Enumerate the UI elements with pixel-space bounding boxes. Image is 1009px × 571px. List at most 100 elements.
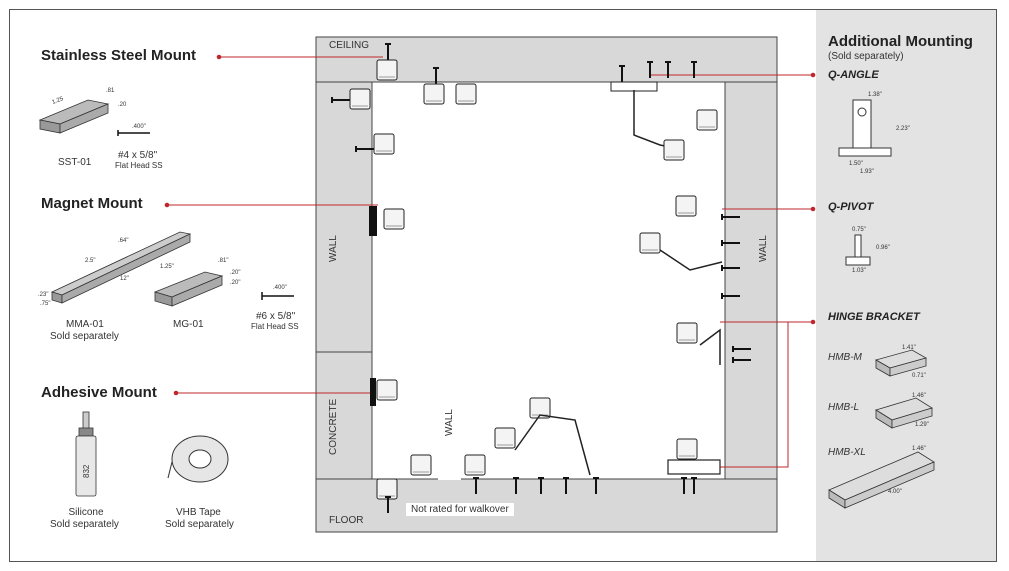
mag-dim-5: .75" xyxy=(40,301,51,307)
mag-dim-3: 12" xyxy=(120,276,129,282)
leader-adhesive-dot xyxy=(173,390,179,396)
fixture-wall-1 xyxy=(349,88,371,110)
q-pivot-dim-3: 1.03" xyxy=(852,268,866,274)
hinge-bracket-wall xyxy=(699,328,721,365)
hmb-l-label: HMB-L xyxy=(828,402,860,413)
q-pivot-dim-1: 0.75" xyxy=(852,227,866,233)
q-angle-dim-3: 1.50" xyxy=(849,161,863,167)
fixture-ceiling-3 xyxy=(455,83,477,105)
vhb-tape-drawing xyxy=(167,435,229,483)
mg-part: MG-01 xyxy=(173,319,204,330)
hmb-xl-drawing xyxy=(828,451,935,509)
hmb-xl-label: HMB-XL xyxy=(828,447,866,458)
mag-dim-4: .23" xyxy=(38,292,49,298)
ceiling-label: CEILING xyxy=(329,40,370,51)
silicone-tube-drawing xyxy=(75,411,97,497)
fixture-adhesive xyxy=(376,379,398,401)
sst-drawing xyxy=(38,99,150,136)
mag-dim-9: .20" xyxy=(230,280,241,286)
fixture-floor-3 xyxy=(464,454,486,476)
fixture-ceiling-angled-1 xyxy=(663,139,685,161)
fixture-ceiling-1 xyxy=(376,59,398,81)
additional-subtitle: (Sold separately) xyxy=(828,51,904,62)
hmb-xl-dim-1: 1.46" xyxy=(912,446,926,452)
q-pivot-dim-2: 0.96" xyxy=(876,245,890,251)
hmb-l-dim-2: 1.29" xyxy=(915,422,929,428)
leader-q-pivot-dot xyxy=(810,206,816,212)
mag-dim-6: 1.25" xyxy=(160,264,174,270)
hmb-m-drawing xyxy=(874,349,928,377)
mg-drawing xyxy=(153,271,294,307)
silicone-sub: Sold separately xyxy=(50,519,119,530)
wall-left-label: WALL xyxy=(328,235,339,262)
leader-stainless-dot xyxy=(216,54,222,60)
right-wall xyxy=(724,81,778,480)
bracket-arm-floor xyxy=(514,414,591,476)
stainless-title: Stainless Steel Mount xyxy=(41,47,197,64)
leader-q-angle-dot xyxy=(810,72,816,78)
mag-dim-2: 2.5" xyxy=(85,258,96,264)
magnet-strip xyxy=(369,206,377,236)
hmb-m-label: HMB-M xyxy=(828,352,862,363)
hmb-l-dim-1: 1.46" xyxy=(912,393,926,399)
mma-sub: Sold separately xyxy=(50,331,119,342)
fixture-hinge-wall xyxy=(676,322,698,344)
mag-dim-10: .400" xyxy=(273,285,287,291)
magnet-title: Magnet Mount xyxy=(41,195,143,212)
mag-dim-7: .81" xyxy=(218,258,229,264)
q-angle-label: Q-ANGLE xyxy=(828,69,879,81)
hmb-l-drawing xyxy=(875,397,933,429)
fixture-ceiling-angled-2 xyxy=(696,109,718,131)
q-angle-drawing xyxy=(838,99,892,157)
wall-right-label: WALL xyxy=(758,235,769,262)
sst-screw: #4 x 5/8" xyxy=(118,150,158,161)
silicone-label: Silicone xyxy=(68,507,104,518)
fixture-angled-1 xyxy=(494,427,516,449)
mg-screw: #6 x 5/8" xyxy=(256,311,296,322)
adhesive-title: Adhesive Mount xyxy=(41,384,157,401)
hinge-bracket-floor xyxy=(667,459,721,475)
fixture-hinge-floor xyxy=(676,438,698,460)
concrete-label: CONCRETE xyxy=(328,398,339,455)
fixture-wall-right-1 xyxy=(675,195,697,217)
mg-screw-sub: Flat Head SS xyxy=(251,322,299,331)
fixture-ceiling-2 xyxy=(423,83,445,105)
adhesive-strip xyxy=(370,378,376,406)
outer-frame xyxy=(9,9,997,562)
silicone-tube-label: 832 xyxy=(82,464,91,478)
sst-screw-sub: Flat Head SS xyxy=(115,161,163,170)
leader-hinge xyxy=(720,321,789,468)
q-pivot-drawing xyxy=(845,234,871,266)
sst-dim-4: .400" xyxy=(132,124,146,130)
q-angle-dim-1: 1.38" xyxy=(868,92,882,98)
additional-title: Additional Mounting xyxy=(828,33,973,50)
hmb-m-dim-2: 0.71" xyxy=(912,373,926,379)
fixture-magnet xyxy=(383,208,405,230)
leader-lines xyxy=(164,54,816,468)
fixture-wall-2 xyxy=(373,133,395,155)
left-wall xyxy=(315,81,373,480)
mag-dim-8: .20" xyxy=(230,270,241,276)
room-fixtures xyxy=(331,43,752,514)
mma-part: MMA-01 xyxy=(66,319,104,330)
floor-label: FLOOR xyxy=(329,515,364,526)
fixture-wall-right-2 xyxy=(639,232,661,254)
mag-dim-1: .64" xyxy=(118,238,129,244)
leader-magnet-dot xyxy=(164,202,170,208)
hinge-bracket-label: HINGE BRACKET xyxy=(828,311,920,323)
q-angle-ceiling xyxy=(610,81,658,92)
sst-dim-1: .81 xyxy=(106,88,115,94)
hmb-xl-dim-2: 4.00" xyxy=(888,489,902,495)
sst-dim-2: .20 xyxy=(118,102,127,108)
mma-drawing xyxy=(50,231,192,304)
bracket-arm-wall xyxy=(659,249,723,271)
walkover-note: Not rated for walkover xyxy=(406,503,514,516)
hmb-m-dim-1: 1.41" xyxy=(902,345,916,351)
fixture-floor-2 xyxy=(410,454,432,476)
wall-center-label: WALL xyxy=(444,409,455,436)
vhb-sub: Sold separately xyxy=(165,519,234,530)
q-angle-dim-2: 2.23" xyxy=(896,126,910,132)
vhb-label: VHB Tape xyxy=(176,507,221,518)
